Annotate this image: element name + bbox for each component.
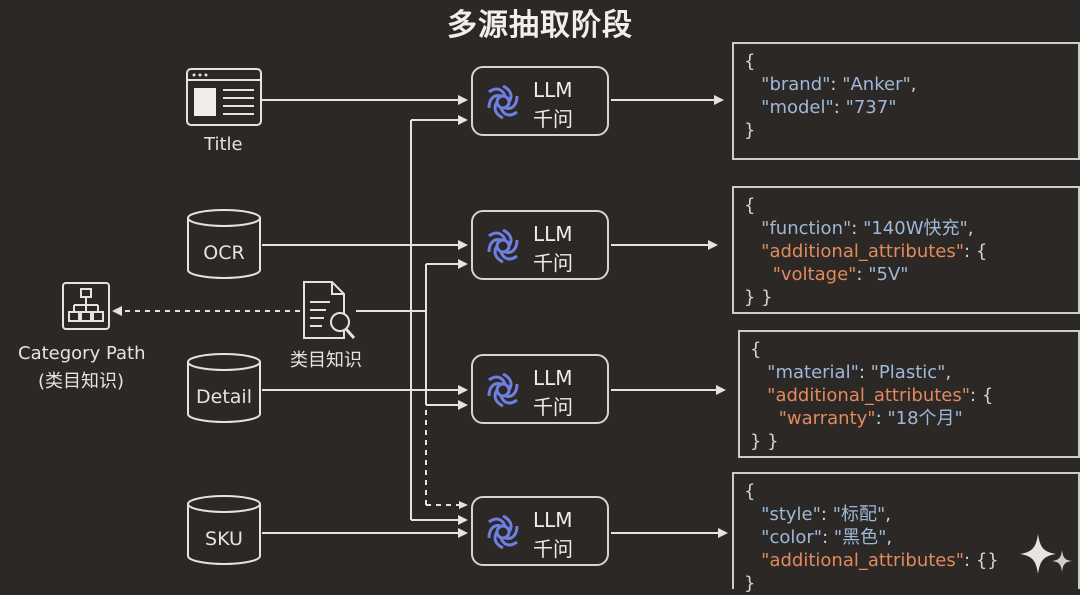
hierarchy-icon bbox=[62, 282, 110, 330]
llm-sublabel: 千问 bbox=[533, 395, 573, 419]
json-value: "5V" bbox=[868, 264, 909, 285]
llm-label: LLM bbox=[533, 508, 573, 532]
json-value: "黑色" bbox=[833, 527, 887, 548]
json-punctuation: : bbox=[875, 408, 888, 429]
json-brace-close: } } bbox=[750, 431, 779, 452]
json-brace-close: } bbox=[744, 120, 756, 141]
json-output-3: { "material": "Plastic", "additional_att… bbox=[738, 330, 1080, 458]
json-punctuation: : bbox=[856, 264, 869, 285]
json-punctuation: , bbox=[945, 362, 952, 383]
json-output-2: { "function": "140W快充", "additional_attr… bbox=[732, 186, 1080, 314]
source-label-title: Title bbox=[204, 134, 243, 155]
webpage-icon bbox=[186, 68, 262, 126]
json-punctuation: : bbox=[858, 362, 871, 383]
llm-label: LLM bbox=[533, 366, 573, 390]
source-label-detail: Detail bbox=[196, 386, 252, 408]
json-key: "material" bbox=[767, 362, 859, 383]
json-punctuation: : bbox=[833, 97, 846, 118]
qwen-logo-icon bbox=[487, 514, 519, 550]
qwen-logo-icon bbox=[487, 228, 519, 264]
database-icon bbox=[187, 495, 261, 565]
json-value: "Anker" bbox=[842, 74, 911, 95]
json-brace-open: { bbox=[744, 481, 756, 502]
json-output-1: { "brand": "Anker", "model": "737" } bbox=[732, 42, 1080, 160]
json-value: "140W快充" bbox=[863, 218, 968, 239]
llm-node-2: LLM 千问 bbox=[471, 210, 609, 280]
json-brace-open: { bbox=[750, 339, 762, 360]
json-value: "737" bbox=[845, 97, 897, 118]
json-key: "additional_attributes" bbox=[761, 550, 965, 571]
json-key: "voltage" bbox=[772, 264, 857, 285]
json-punctuation: : bbox=[970, 385, 982, 406]
knowledge-label: 类目知识 bbox=[290, 350, 362, 371]
json-value: "标配" bbox=[832, 504, 886, 525]
category-path-sublabel: (类目知识) bbox=[38, 371, 125, 392]
json-key: "color" bbox=[761, 527, 823, 548]
json-key: "brand" bbox=[761, 74, 831, 95]
source-label-sku: SKU bbox=[205, 528, 243, 550]
json-punctuation: , bbox=[910, 74, 917, 95]
json-brace-open: { bbox=[744, 195, 756, 216]
json-punctuation: : bbox=[964, 550, 976, 571]
llm-sublabel: 千问 bbox=[533, 251, 573, 275]
json-punctuation: , bbox=[885, 504, 891, 525]
json-punctuation: : bbox=[851, 218, 864, 239]
json-punctuation: : bbox=[964, 241, 976, 262]
json-punctuation: : bbox=[822, 527, 834, 548]
llm-node-4: LLM 千问 bbox=[471, 496, 609, 566]
json-brace-close: } } bbox=[744, 287, 773, 308]
json-key: "style" bbox=[761, 504, 821, 525]
llm-label: LLM bbox=[533, 78, 573, 102]
llm-sublabel: 千问 bbox=[533, 107, 573, 131]
json-value: { bbox=[981, 385, 994, 406]
json-value: "Plastic" bbox=[870, 362, 946, 383]
json-key: "warranty" bbox=[778, 408, 876, 429]
source-label-ocr: OCR bbox=[203, 242, 245, 264]
category-path-label: Category Path bbox=[18, 343, 146, 364]
json-value: { bbox=[975, 241, 988, 262]
json-key: "model" bbox=[761, 97, 834, 118]
llm-sublabel: 千问 bbox=[533, 537, 573, 561]
qwen-logo-icon bbox=[487, 84, 519, 120]
sparkle-icon bbox=[1020, 534, 1072, 574]
json-output-4: { "style": "标配", "color": "黑色", "additio… bbox=[732, 472, 1080, 594]
page-title: 多源抽取阶段 bbox=[447, 8, 633, 43]
json-key: "additional_attributes" bbox=[767, 385, 971, 406]
json-punctuation: : bbox=[820, 504, 833, 525]
llm-node-1: LLM 千问 bbox=[471, 66, 609, 136]
json-value: {} bbox=[975, 550, 999, 571]
json-key: "additional_attributes" bbox=[761, 241, 965, 262]
json-brace-open: { bbox=[744, 51, 756, 72]
llm-label: LLM bbox=[533, 222, 573, 246]
database-icon bbox=[187, 353, 261, 423]
json-key: "function" bbox=[761, 218, 852, 239]
json-punctuation: , bbox=[886, 527, 893, 548]
llm-node-3: LLM 千问 bbox=[471, 354, 609, 424]
json-value: "18个月" bbox=[887, 408, 963, 429]
database-icon bbox=[187, 209, 261, 279]
json-punctuation: , bbox=[967, 218, 974, 239]
qwen-logo-icon bbox=[487, 372, 519, 408]
json-punctuation: : bbox=[830, 74, 843, 95]
document-search-icon bbox=[303, 281, 356, 339]
json-brace-close: } bbox=[744, 573, 756, 594]
